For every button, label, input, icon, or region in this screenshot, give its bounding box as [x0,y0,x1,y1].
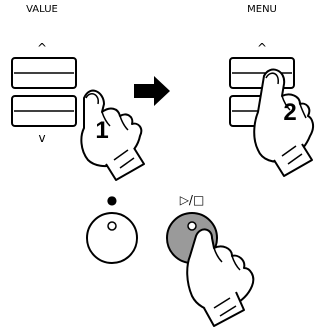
menu-label: MENU [247,4,277,15]
menu-up-chevron: ^ [257,41,267,55]
pointing-hand-icon [187,229,253,326]
value-up-chevron: ^ [37,41,47,55]
right-arrow-icon [134,76,170,106]
pointing-hand-icon [81,91,144,180]
record-symbol: ● [107,193,117,207]
value-down-button[interactable] [12,96,76,126]
step-1-number: 1 [95,117,108,144]
record-button[interactable] [87,213,137,263]
value-down-chevron: v [38,131,45,145]
step-2-number: 2 [283,99,296,126]
play-stop-symbol: ▷/□ [180,193,205,207]
value-label: VALUE [26,4,58,15]
value-up-button[interactable] [12,58,76,88]
